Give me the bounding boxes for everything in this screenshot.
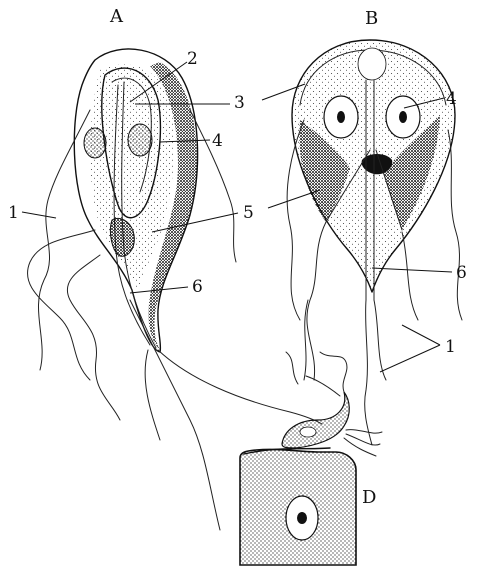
label-6-b: 6 <box>456 263 467 283</box>
attached-trophozoite <box>282 392 349 448</box>
label-6-a: 6 <box>192 277 203 297</box>
panel-label-a: A <box>109 6 124 27</box>
panel-label-d: D <box>362 487 376 508</box>
panel-label-b: B <box>365 8 378 29</box>
label-2: 2 <box>187 49 198 69</box>
label-1-b: 1 <box>445 337 456 357</box>
nucleus-left-side <box>84 128 106 158</box>
label-1-a: 1 <box>8 203 19 223</box>
label-4-b: 4 <box>446 89 457 109</box>
attached-parasite-on-cell <box>240 352 382 565</box>
trophozoite-ventral-view <box>287 40 462 445</box>
label-3: 3 <box>234 93 245 113</box>
label-5: 5 <box>243 203 254 223</box>
label-4-a: 4 <box>212 131 223 151</box>
nucleus-right-side <box>128 124 152 156</box>
